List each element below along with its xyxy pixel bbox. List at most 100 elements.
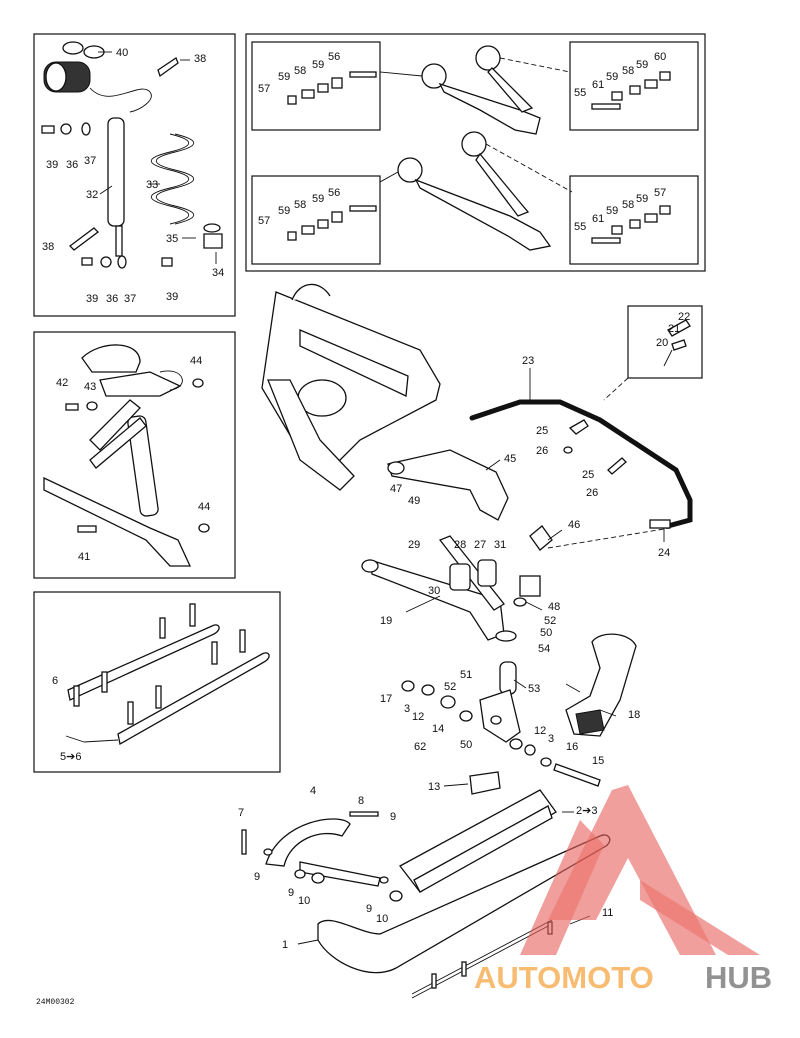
label-52a: 52	[544, 615, 556, 627]
label-3b: 3	[548, 733, 554, 745]
part-labels: 40 38 39 36 37 32 33 35 38 34 39 36 37 3…	[36, 47, 690, 1007]
label-36b: 36	[106, 293, 118, 305]
watermark: AUTOMOTO HUB	[474, 785, 772, 995]
leader-lines	[297, 368, 665, 945]
label-22: 22	[678, 311, 690, 323]
label-51: 51	[460, 669, 472, 681]
hardware-detail-top-left	[251, 41, 381, 131]
lower-a-arm-detail	[379, 131, 573, 251]
label-9c: 9	[288, 887, 294, 899]
shock-absorber-assembly	[41, 41, 223, 269]
label-14: 14	[432, 723, 444, 735]
label-17: 17	[380, 693, 392, 705]
label-61a: 61	[592, 79, 604, 91]
label-15: 15	[592, 755, 604, 767]
label-45: 45	[504, 453, 516, 465]
hardware-bolts	[287, 71, 671, 244]
label-59b: 59	[312, 59, 324, 71]
label-50a: 50	[540, 627, 552, 639]
label-49: 49	[408, 495, 420, 507]
label-25a: 25	[536, 425, 548, 437]
label-55b: 55	[574, 221, 586, 233]
hardware-detail-bottom-right	[569, 175, 699, 265]
label-2-3: 2➔3	[576, 805, 597, 817]
label-40: 40	[116, 47, 128, 59]
label-29: 29	[408, 539, 420, 551]
label-30: 30	[428, 585, 440, 597]
label-58c: 58	[294, 199, 306, 211]
label-58b: 58	[622, 65, 634, 77]
label-59f: 59	[312, 193, 324, 205]
label-26b: 26	[586, 487, 598, 499]
label-44b: 44	[198, 501, 210, 513]
label-59c: 59	[636, 59, 648, 71]
shock-absorber-panel	[33, 33, 236, 317]
label-25b: 25	[582, 469, 594, 481]
label-9b: 9	[254, 871, 260, 883]
label-33: 33	[146, 179, 158, 191]
label-19: 19	[380, 615, 392, 627]
label-47: 47	[390, 483, 402, 495]
label-3a: 3	[404, 703, 410, 715]
label-28: 28	[454, 539, 466, 551]
suspension-view-assembly	[43, 344, 210, 567]
label-16: 16	[566, 741, 578, 753]
label-9a: 9	[390, 811, 396, 823]
label-4: 4	[310, 785, 316, 797]
label-57c: 57	[654, 187, 666, 199]
label-24: 24	[658, 547, 670, 559]
label-31: 31	[494, 539, 506, 551]
label-50b: 50	[460, 739, 472, 751]
label-26a: 26	[536, 445, 548, 457]
chassis-frame	[261, 283, 441, 491]
hardware-detail-bottom-left	[251, 175, 381, 265]
label-37a: 37	[84, 155, 96, 167]
label-38a: 38	[194, 53, 206, 65]
label-48: 48	[548, 601, 560, 613]
label-44a: 44	[190, 355, 202, 367]
label-59h: 59	[606, 205, 618, 217]
suspension-arms	[361, 449, 553, 642]
label-21: 21	[668, 323, 680, 335]
label-57a: 57	[258, 83, 270, 95]
label-46: 46	[568, 519, 580, 531]
label-10b: 10	[376, 913, 388, 925]
label-32: 32	[86, 189, 98, 201]
label-34: 34	[212, 267, 224, 279]
label-9d: 9	[366, 903, 372, 915]
hardware-detail-top-right	[569, 41, 699, 131]
label-10a: 10	[298, 895, 310, 907]
runner-panel	[33, 591, 281, 773]
label-43: 43	[84, 381, 96, 393]
label-7: 7	[238, 807, 244, 819]
label-12a: 12	[412, 711, 424, 723]
diagram-code: 24M00302	[36, 998, 75, 1007]
label-53: 53	[528, 683, 540, 695]
label-11: 11	[602, 907, 613, 919]
label-61b: 61	[592, 213, 604, 225]
label-57b: 57	[258, 215, 270, 227]
sway-bar	[469, 319, 693, 549]
a-arm-hardware-panel	[245, 33, 706, 272]
label-5-6: 5➔6	[60, 751, 81, 763]
watermark-brand-b: HUB	[705, 960, 772, 995]
sway-bar-link-panel	[627, 305, 703, 379]
label-18: 18	[628, 709, 640, 721]
label-13: 13	[428, 781, 440, 793]
label-59g: 59	[636, 193, 648, 205]
label-38b: 38	[42, 241, 54, 253]
runner-assembly	[65, 603, 270, 746]
label-39c: 39	[166, 291, 178, 303]
label-55a: 55	[574, 87, 586, 99]
label-27: 27	[474, 539, 486, 551]
label-39b: 39	[86, 293, 98, 305]
label-56b: 56	[328, 187, 340, 199]
label-58a: 58	[294, 65, 306, 77]
label-54: 54	[538, 643, 550, 655]
label-60: 60	[654, 51, 666, 63]
ski-handle	[241, 811, 403, 902]
label-62: 62	[414, 741, 426, 753]
label-41: 41	[78, 551, 90, 563]
label-39a: 39	[46, 159, 58, 171]
